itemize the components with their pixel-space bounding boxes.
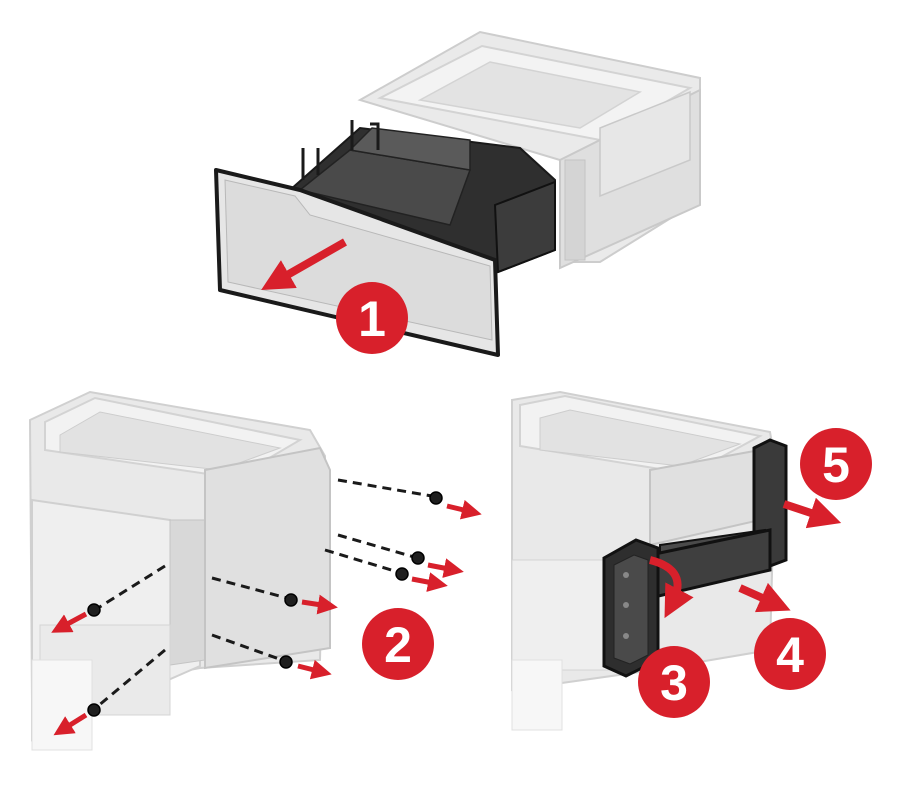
step-number-2: 2 — [384, 617, 412, 673]
panel-bracket-removal — [511, 390, 842, 731]
step-badge-3: 3 — [638, 646, 710, 718]
screw-icon — [87, 491, 443, 717]
bracket-movement-arrows — [648, 497, 842, 619]
paper-tray — [214, 120, 556, 357]
step-number-1: 1 — [358, 291, 386, 347]
step-number-4: 4 — [776, 627, 804, 683]
step-badge-2: 2 — [362, 608, 434, 680]
step-badge-4: 4 — [754, 618, 826, 690]
screw-removal-arrows — [51, 499, 482, 736]
front-bracket — [602, 538, 660, 678]
panel-tray-removal — [214, 30, 701, 357]
screw-paths — [97, 478, 433, 708]
panel-screw-removal — [28, 390, 482, 751]
tray-cabinet — [357, 30, 701, 270]
step-number-5: 5 — [822, 437, 850, 493]
step-badge-5: 5 — [800, 428, 872, 500]
pull-direction-arrow — [261, 238, 347, 290]
step-number-3: 3 — [660, 655, 688, 711]
step-badge-1: 1 — [336, 282, 408, 354]
cabinet-left-view — [28, 390, 331, 751]
